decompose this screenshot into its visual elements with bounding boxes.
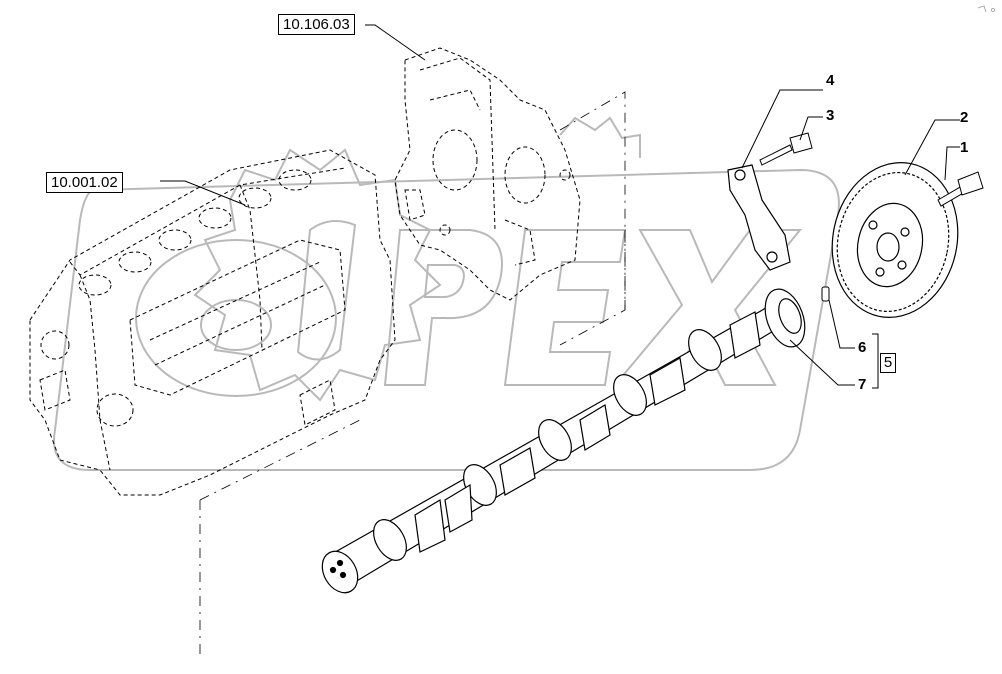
- cam-gear: [831, 162, 959, 318]
- camshaft: [321, 288, 806, 594]
- callout-6[interactable]: 6: [858, 339, 867, 356]
- callout-1[interactable]: 1: [960, 139, 969, 156]
- timing-cover: [394, 47, 581, 301]
- leader-lines: [160, 24, 960, 389]
- gear-bolt: [937, 171, 984, 207]
- reference-box-timing-cover[interactable]: 10.106.03: [278, 14, 355, 35]
- engine-block: [29, 149, 396, 496]
- reference-box-engine-block[interactable]: 10.001.02: [46, 172, 123, 193]
- corner-mark-icon: [977, 5, 995, 13]
- dowel-pin: [821, 286, 830, 302]
- callout-7[interactable]: 7: [858, 376, 867, 393]
- callout-3[interactable]: 3: [826, 107, 835, 124]
- alignment-lines: [199, 91, 626, 660]
- callout-4[interactable]: 4: [826, 72, 835, 89]
- plate-bolt: [759, 132, 813, 166]
- callout-2[interactable]: 2: [960, 109, 969, 126]
- thrust-plate: [727, 164, 791, 271]
- watermark-logo: [53, 116, 840, 471]
- callout-5-box[interactable]: 5: [880, 353, 896, 373]
